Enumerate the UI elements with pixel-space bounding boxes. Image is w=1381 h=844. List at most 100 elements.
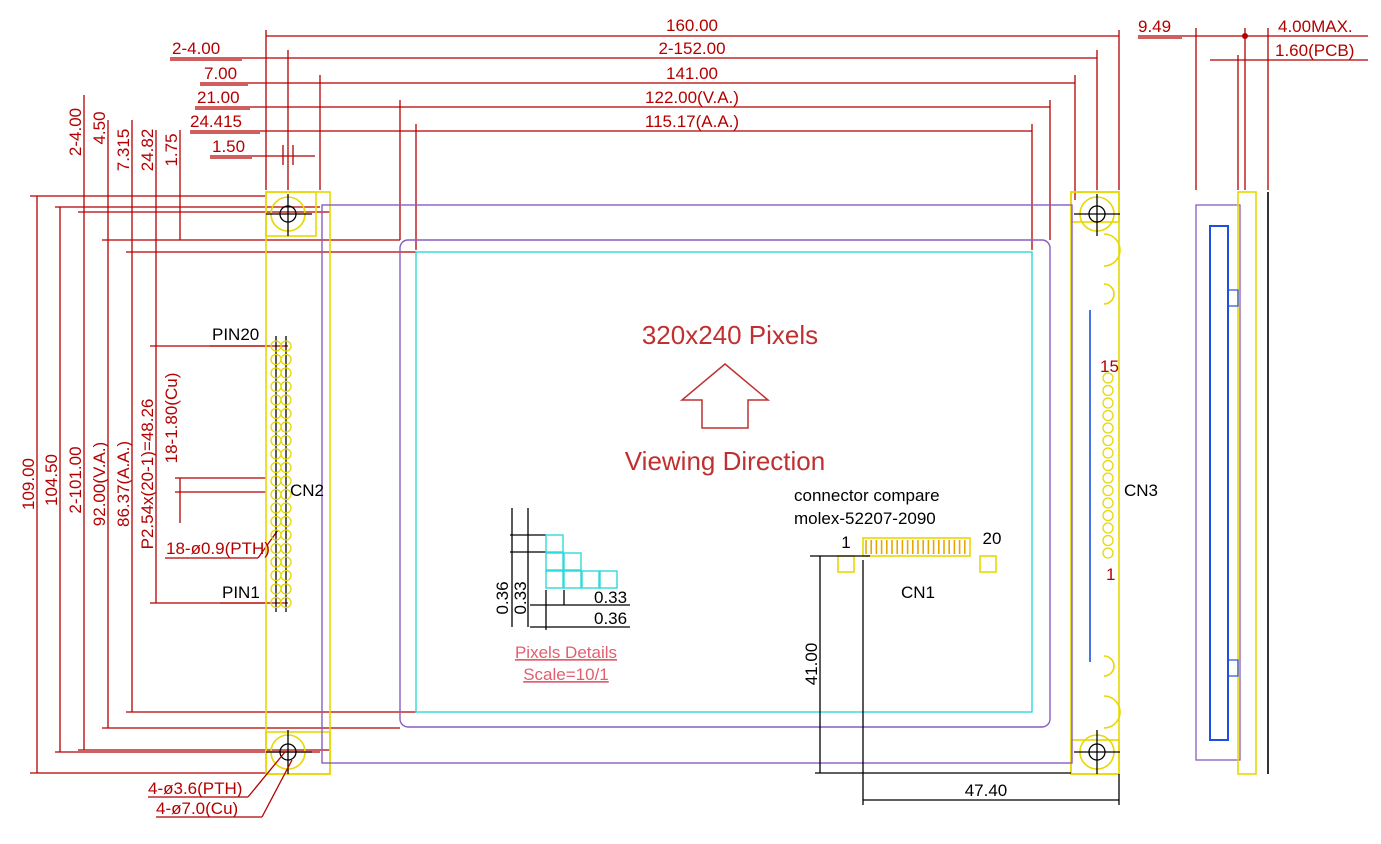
cn3-pad: [1102, 372, 1114, 384]
cn2-pad: [280, 407, 292, 420]
cn2-label: CN2: [290, 481, 324, 500]
cn2-pad: [280, 583, 292, 595]
cn1-pin20-label: 20: [983, 529, 1002, 548]
dim-101: 2-101.00: [66, 446, 85, 513]
cn2-pad: [280, 367, 292, 379]
cn2-pad: [280, 340, 292, 352]
cn3-pad: [1102, 422, 1114, 434]
pixel-cell: [545, 570, 564, 589]
mounting-holes: [266, 194, 1120, 774]
cn2-pad: [280, 434, 292, 447]
dim-150: 1.50: [212, 137, 245, 156]
dim-pitch: P2.54x(20-1)=48.26: [138, 399, 157, 550]
dim-92: 92.00(V.A.): [90, 442, 109, 526]
vdim-7315: 7.315: [114, 129, 133, 172]
dim-2-4: 2-4.00: [172, 39, 220, 58]
cn3-pad: [1102, 434, 1114, 447]
cn2-pad: [280, 394, 292, 406]
top-dimension-lines: [170, 30, 1120, 250]
cn1-pin1-label: 1: [841, 533, 850, 552]
dim-109: 109.00: [19, 458, 38, 510]
pin1-label: PIN1: [222, 583, 260, 602]
cn2-pad: [280, 529, 292, 541]
cn3-pad: [1102, 497, 1114, 509]
viewing-direction-label: Viewing Direction: [625, 446, 825, 476]
cn2-pad: [280, 488, 292, 501]
dim-4140: 41.00: [802, 643, 821, 686]
dim-949: 9.49: [1138, 17, 1171, 36]
cn3-pad: [1102, 397, 1114, 409]
active-area: [415, 251, 1033, 713]
dim-4max: 4.00MAX.: [1278, 17, 1353, 36]
side-view: [1195, 191, 1269, 775]
cn3-pad: [1102, 509, 1114, 522]
bezel-outline: [321, 204, 1073, 764]
cn2-pad: [280, 596, 292, 609]
left-dimension-lines: [30, 95, 416, 774]
pixel-detail-title: Pixels Details: [515, 643, 617, 662]
cn2-pad: [280, 461, 292, 474]
pixel-cell: [563, 552, 582, 571]
side-dimension-lines: [1138, 28, 1368, 190]
dim-1045: 104.50: [42, 454, 61, 506]
cn3-pad: [1102, 447, 1114, 459]
cn3-pin1-label: 1: [1106, 565, 1115, 584]
pixel-cell: [545, 534, 564, 553]
cn2-pad: [280, 475, 292, 487]
dim-141: 141.00: [666, 64, 718, 83]
dim-160: 160.00: [666, 16, 718, 35]
pth-label: 18-ø0.9(PTH): [166, 539, 270, 558]
cn3-pad: [1102, 484, 1114, 497]
vdim-450: 4.50: [90, 111, 109, 144]
pixel-cell: [545, 552, 564, 571]
cn2-pad: [280, 421, 292, 433]
pixel-detail-scale: Scale=10/1: [523, 665, 609, 684]
pixel-dim-033v: 0.33: [511, 581, 530, 614]
cn2-pad: [280, 353, 292, 366]
pin20-label: PIN20: [212, 325, 259, 344]
dim-115: 115.17(A.A.): [645, 112, 739, 131]
dim-21: 21.00: [197, 88, 240, 107]
cn2-pad: [280, 569, 292, 582]
cn3-pad: [1102, 459, 1114, 472]
cn2-pad: [280, 448, 292, 460]
cn2-pad: [280, 502, 292, 514]
cn1-connector: [810, 537, 1120, 805]
dim-24415: 24.415: [190, 112, 242, 131]
dim-7: 7.00: [204, 64, 237, 83]
cn2-pad: [280, 556, 292, 568]
dim-pad: 18-1.80(Cu): [162, 373, 181, 464]
cn2-pad: [280, 380, 292, 393]
connector-part-label: molex-52207-2090: [794, 509, 936, 528]
pcb-outline: [265, 191, 1121, 775]
dim-152: 2-152.00: [658, 39, 725, 58]
cn1-label: CN1: [901, 583, 935, 602]
cn3-pad: [1102, 384, 1114, 397]
resolution-label: 320x240 Pixels: [642, 320, 818, 350]
cn2-pad: [280, 542, 292, 555]
vdim-175: 1.75: [162, 133, 181, 166]
cn3-pad: [1102, 534, 1114, 547]
cn3-label: CN3: [1124, 481, 1158, 500]
pixel-dim-036v: 0.36: [493, 581, 512, 614]
cn3-pad: [1102, 409, 1114, 422]
dim-pcb: 1.60(PCB): [1275, 41, 1354, 60]
pixel-cell: [599, 570, 618, 589]
dim-8637: 86.37(A.A.): [114, 441, 133, 527]
pixel-cell: [581, 570, 600, 589]
viewing-direction-arrow-icon: [679, 363, 771, 429]
pixel-dim-036h: 0.36: [594, 609, 627, 628]
cn2-pin-row: [270, 336, 292, 612]
hole-pth-label: 4-ø3.6(PTH): [148, 779, 242, 798]
cn2-pad: [280, 515, 292, 528]
vdim-2-4: 2-4.00: [66, 108, 85, 156]
pixel-dim-033h: 0.33: [594, 588, 627, 607]
cn3-pin-row: [1102, 372, 1114, 559]
dim-4740: 47.40: [965, 781, 1008, 800]
pixel-cell: [563, 570, 582, 589]
cn3-pad: [1102, 522, 1114, 534]
cn3-pin15-label: 15: [1100, 357, 1119, 376]
dim-122: 122.00(V.A.): [645, 88, 739, 107]
vdim-2482: 24.82: [138, 129, 157, 172]
